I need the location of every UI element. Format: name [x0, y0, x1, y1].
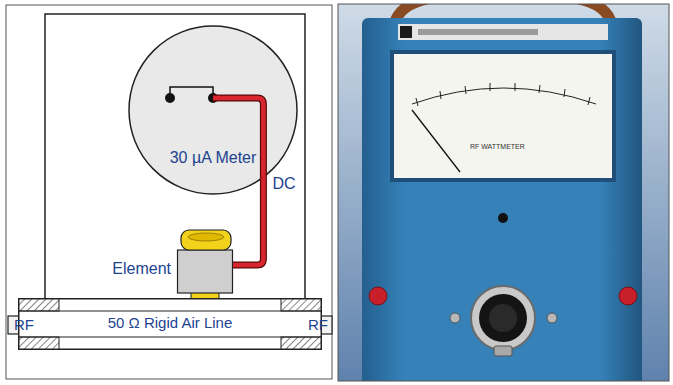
dc-wire: [233, 177, 263, 265]
port-label: RF: [308, 316, 328, 333]
wattmeter-photo: [338, 4, 669, 381]
air-line: 50 Ω Rigid Air Line: [18, 298, 322, 350]
node-label: Element: [101, 260, 171, 278]
meter-circle: 30 µA Meter: [128, 25, 298, 195]
meter-housing: [45, 14, 305, 298]
panel-frame: [6, 5, 332, 379]
port-label: RF: [14, 316, 34, 333]
node-outline: [177, 228, 233, 300]
element-plug: Element: [177, 228, 233, 300]
node-outline: [128, 25, 298, 195]
node-label: 30 µA Meter: [128, 149, 298, 167]
edge-label: DC: [272, 175, 295, 193]
meter-face-label: RF WATTMETER: [470, 143, 525, 150]
node-label: 50 Ω Rigid Air Line: [18, 314, 322, 331]
